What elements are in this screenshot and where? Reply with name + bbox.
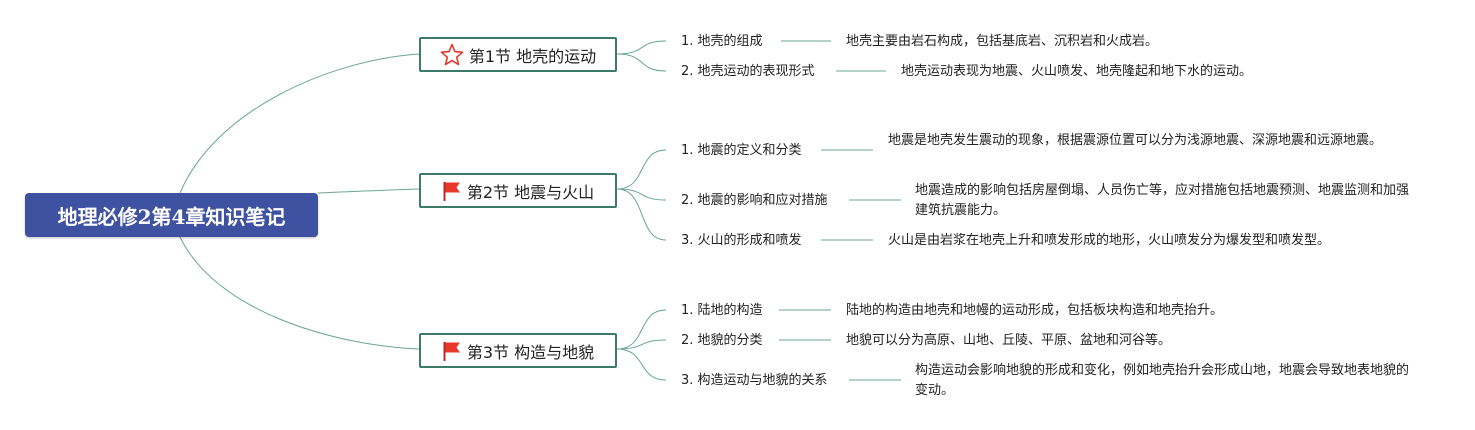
root-to-section-link [179,53,420,194]
topic-label[interactable]: 2. 地壳运动的表现形式 [681,64,815,79]
topic-detail: 地震造成的影响包括房屋倒塌、人员伤亡等，应对措施包括地震预测、地震监测和加强建筑… [915,183,1410,218]
topic-detail: 地壳主要由岩石构成，包括基底岩、沉积岩和火成岩。 [846,34,1159,49]
topic-label[interactable]: 1. 地震的定义和分类 [681,143,802,158]
topic-detail: 构造运动会影响地貌的形成和变化，例如地壳抬升会形成山地，地震会导致地表地貌的变动… [915,363,1410,398]
topic-label[interactable]: 3. 构造运动与地貌的关系 [681,373,828,388]
section-node-1[interactable]: 第1节 地壳的运动 [419,37,617,72]
root-node[interactable]: 地理必修2第4章知识笔记 [25,193,318,237]
section-label: 第3节 构造与地貌 [466,342,595,362]
section-to-topic-link [616,309,667,350]
topic-label[interactable]: 2. 地震的影响和应对措施 [681,193,828,208]
section-to-topic-link [616,339,667,350]
section-to-topic-link [616,188,667,241]
topic-detail: 地震是地壳发生震动的现象，根据震源位置可以分为浅源地震、深源地震和远源地震。 [888,133,1383,148]
topic-label[interactable]: 3. 火山的形成和喷发 [681,233,802,248]
flag-icon [442,340,462,362]
flag-icon [442,180,462,202]
topic-detail: 地壳运动表现为地震、火山喷发、地壳隆起和地下水的运动。 [901,64,1253,79]
topic-label[interactable]: 1. 陆地的构造 [681,303,763,318]
section-node-3[interactable]: 第3节 构造与地貌 [419,333,617,368]
section-to-topic-link [616,53,667,72]
root-to-section-link [317,188,420,194]
root-to-section-link [179,236,420,350]
topic-detail: 火山是由岩浆在地壳上升和喷发形成的地形，火山喷发分为爆发型和喷发型。 [888,233,1331,248]
section-to-topic-link [616,149,667,190]
root-label: 地理必修2第4章知识笔记 [57,204,286,229]
section-label: 第1节 地壳的运动 [468,46,597,66]
section-to-topic-link [616,188,667,201]
section-node-2[interactable]: 第2节 地震与火山 [419,173,617,208]
section-to-topic-link [616,348,667,381]
section-label: 第2节 地震与火山 [466,182,595,202]
topic-detail: 陆地的构造由地壳和地幔的运动形成，包括板块构造和地壳抬升。 [846,303,1224,318]
topic-detail: 地貌可以分为高原、山地、丘陵、平原、盆地和河谷等。 [846,333,1172,348]
topic-label[interactable]: 2. 地貌的分类 [681,333,763,348]
section-to-topic-link [616,40,667,55]
star-icon [440,43,464,67]
topic-label[interactable]: 1. 地壳的组成 [681,34,763,49]
